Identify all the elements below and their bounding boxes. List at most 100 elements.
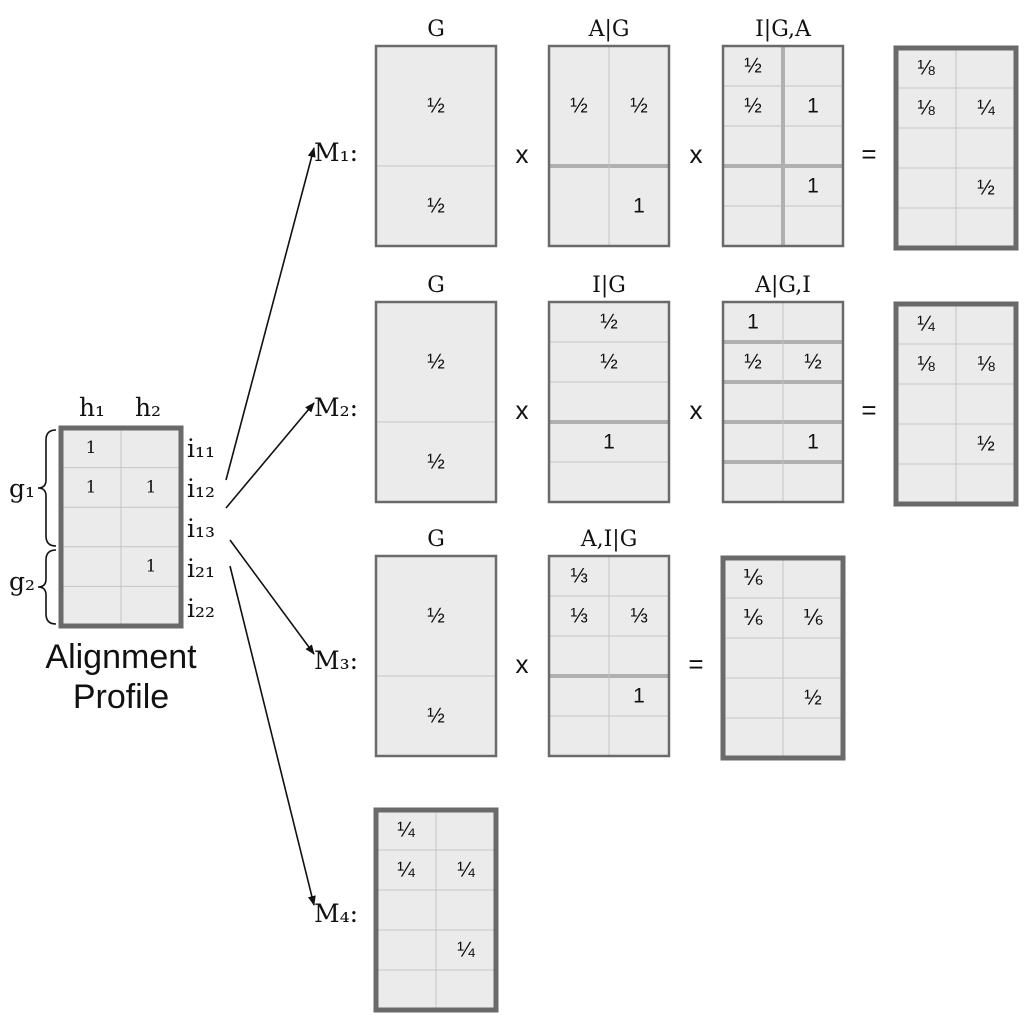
alignment-profile-matrix: 1 1 1 1 — [58, 425, 184, 629]
matrix-cell-value: ½ — [427, 95, 445, 118]
matrix-cell-value: ¼ — [397, 859, 415, 882]
row-label-2: i₁₃ — [187, 514, 215, 543]
matrix-cell-value: 1 — [807, 95, 819, 118]
group-label-g2: g₂ — [9, 567, 35, 596]
arrow-to-model-3 — [229, 539, 315, 655]
matrix-cell-value: ⅓ — [570, 565, 588, 588]
matrix-cell-value: ¼ — [977, 97, 995, 120]
column-header-h2: h₂ — [135, 393, 161, 422]
matrix-cell-value: ½ — [427, 451, 445, 474]
matrix-cell-value: ½ — [427, 195, 445, 218]
factor-title: A|G — [588, 17, 630, 42]
factor-matrix: ½½ — [374, 44, 498, 248]
matrix-frame — [720, 555, 846, 761]
matrix-frame — [547, 44, 671, 248]
result-matrix: ⅙ ⅙ ⅙ ½ — [720, 555, 846, 761]
matrix-cell-value: ¼ — [397, 819, 415, 842]
matrix-cell-value: ½ — [744, 55, 762, 78]
matrix-cell-value: ⅛ — [917, 57, 935, 80]
factor-matrix: ½½1 — [547, 300, 671, 504]
multiply-sign: x — [690, 395, 703, 425]
matrix-cell-value: ¼ — [457, 859, 475, 882]
matrix-frame — [721, 44, 845, 248]
matrix-cell-value: ⅓ — [630, 605, 648, 628]
profile-caption-line2: Profile — [73, 678, 169, 716]
matrix-cell-value: 1 — [86, 477, 97, 497]
matrix-frame — [893, 301, 1019, 507]
equals-sign: = — [861, 395, 876, 425]
factor-title: G — [427, 17, 445, 42]
matrix-cell-value: ½ — [804, 351, 822, 374]
matrix-cell-value: 1 — [603, 431, 615, 454]
matrix-frame — [58, 425, 184, 629]
matrix-cell-value: 1 — [807, 431, 819, 454]
matrix-frame — [373, 807, 499, 1013]
matrix-cell-value: ¼ — [457, 939, 475, 962]
multiply-sign: x — [516, 395, 529, 425]
matrix-cell-value: 1 — [633, 195, 645, 218]
matrix-cell-value: ⅙ — [743, 567, 763, 590]
matrix-background — [549, 302, 669, 502]
row-label-0: i₁₁ — [187, 434, 215, 463]
model-label: M₁: — [314, 138, 358, 167]
matrix-cell-value: ⅙ — [743, 607, 763, 630]
model-label: M₂: — [314, 393, 358, 422]
equals-sign: = — [688, 649, 703, 679]
result-matrix: ¼ ¼ ¼ ¼ — [373, 807, 499, 1013]
matrix-frame — [374, 44, 498, 248]
factor-matrix: ½½ — [374, 300, 498, 504]
row-label-4: i₂₂ — [187, 594, 215, 623]
factor-title: I|G — [592, 273, 626, 298]
matrix-cell-value: ⅛ — [917, 353, 935, 376]
factor-title: I|G,A — [755, 17, 812, 42]
multiply-sign: x — [690, 139, 703, 169]
profile-caption-line1: Alignment — [45, 638, 197, 676]
matrix-cell-value: ½ — [977, 433, 995, 456]
matrix-cell-value: ½ — [427, 351, 445, 374]
factor-title: A|G,I — [754, 273, 811, 298]
factor-matrix: ½½ — [374, 554, 498, 758]
arrow-to-model-2 — [225, 402, 315, 509]
matrix-cell-value: 1 — [86, 438, 97, 458]
matrix-cell-value: ½ — [977, 177, 995, 200]
arrow-to-model-1 — [225, 147, 316, 481]
factor-matrix: ½ ½ 1 1 — [721, 44, 845, 248]
matrix-cell-value: 1 — [807, 175, 819, 198]
equals-sign: = — [861, 139, 876, 169]
matrix-frame — [374, 554, 498, 758]
matrix-cell-value: ⅙ — [803, 607, 823, 630]
matrix-background — [376, 302, 496, 502]
row-label-1: i₁₂ — [187, 474, 215, 503]
row-label-3: i₂₁ — [187, 554, 215, 583]
matrix-cell-value: ½ — [570, 95, 588, 118]
matrix-cell-value: ½ — [427, 705, 445, 728]
matrix-background — [376, 46, 496, 246]
matrix-frame — [721, 300, 845, 504]
matrix-cell-value: 1 — [747, 311, 759, 334]
matrix-cell-value: 1 — [146, 477, 157, 497]
matrix-frame — [893, 45, 1019, 251]
matrix-cell-value: 1 — [146, 557, 157, 577]
matrix-cell-value: ½ — [804, 687, 822, 710]
matrix-cell-value: ½ — [600, 351, 618, 374]
factor-matrix: ⅓ ⅓ ⅓ 1 — [547, 554, 671, 758]
multiply-sign: x — [516, 139, 529, 169]
factor-title: G — [427, 527, 445, 552]
group-brace-g2 — [37, 549, 57, 625]
matrix-cell-value: ½ — [744, 95, 762, 118]
matrix-frame — [374, 300, 498, 504]
group-label-g1: g₁ — [9, 474, 35, 503]
arrow-to-model-4 — [229, 565, 316, 906]
matrix-frame — [547, 554, 671, 758]
matrix-cell-value: ⅓ — [570, 605, 588, 628]
matrix-cell-value: 1 — [633, 685, 645, 708]
